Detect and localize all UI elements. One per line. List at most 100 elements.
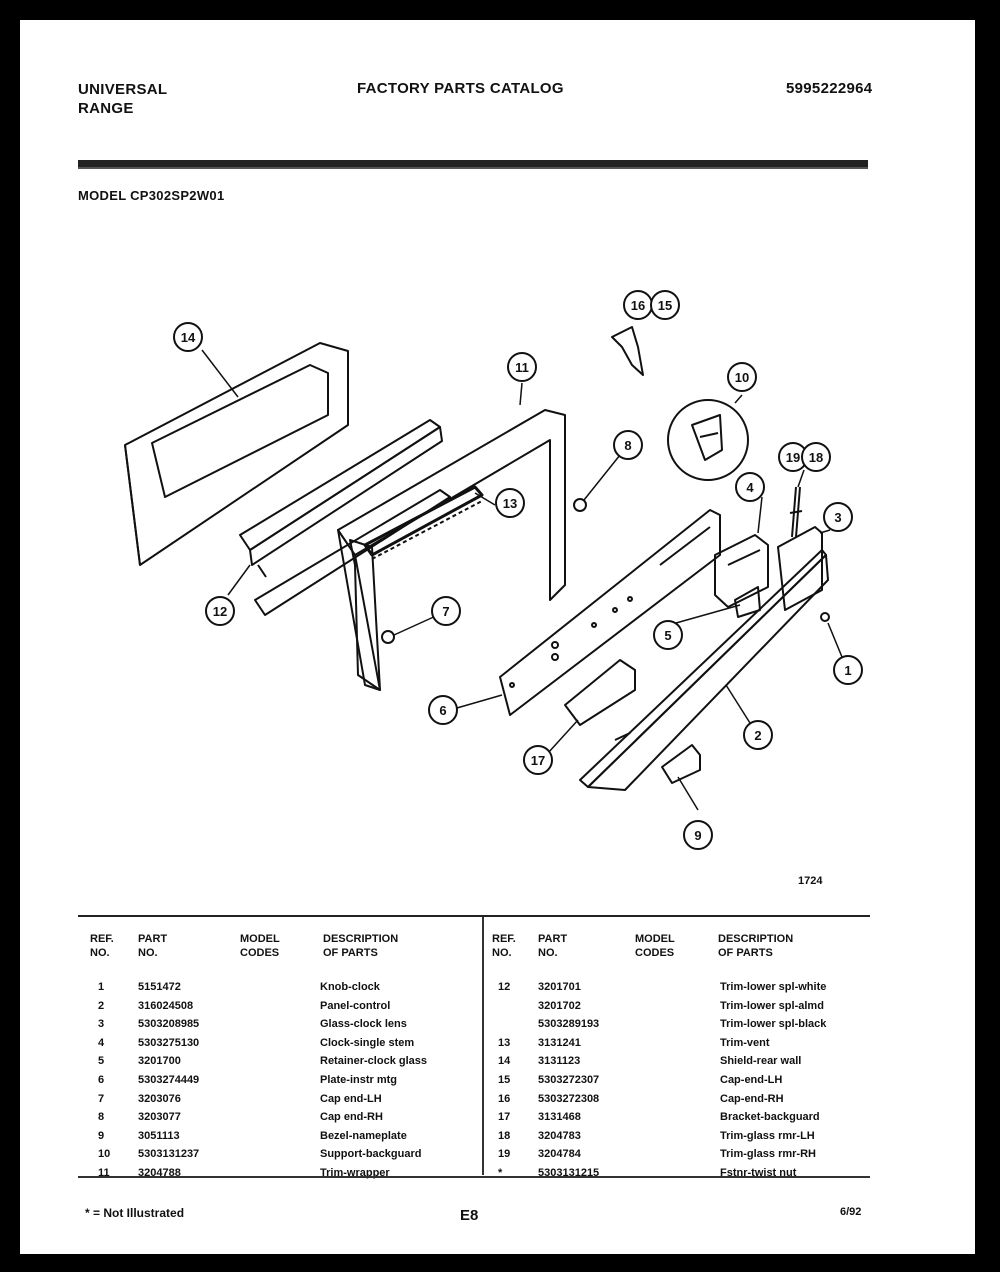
parts-row: 3201702 Trim-lower spl-almd <box>20 997 975 1016</box>
svg-text:6: 6 <box>439 703 446 718</box>
ref-number: 6 <box>98 1074 105 1086</box>
parts-row: 5 3201700 Retainer-clock glass <box>20 1052 975 1071</box>
ref-number: 16 <box>498 1092 511 1105</box>
part-description: Trim-lower spl-black <box>720 1018 827 1031</box>
svg-text:7: 7 <box>442 604 449 619</box>
svg-text:9: 9 <box>694 828 701 843</box>
part-number: 316024508 <box>138 999 194 1012</box>
callout-6: 6 <box>428 695 458 725</box>
part-description: Knob-clock <box>320 981 380 993</box>
col-desc-header: DESCRIPTION OF PARTS <box>323 933 399 959</box>
callout-15: 15 <box>650 290 680 320</box>
part-number: 5151472 <box>138 981 181 993</box>
part-description: Cap end-RH <box>320 1111 383 1124</box>
brand-line-2: RANGE <box>78 100 134 117</box>
ref-number: 14 <box>498 1055 511 1068</box>
ref-number: 17 <box>498 1111 511 1124</box>
ref-number: 15 <box>498 1074 511 1086</box>
part-description: Support-backguard <box>320 1148 422 1161</box>
part-description: Shield-rear wall <box>720 1055 802 1068</box>
callout-3: 3 <box>823 502 853 532</box>
part-number: 3201700 <box>138 1055 181 1068</box>
parts-row: 14 3131123 Shield-rear wall <box>20 1052 975 1071</box>
table-bottom-rule <box>78 1176 870 1178</box>
ref-number: 7 <box>98 1092 105 1105</box>
part-number: 3204783 <box>538 1129 581 1142</box>
ref-number: 12 <box>498 981 511 993</box>
callout-14: 14 <box>173 322 203 352</box>
ref-number: 5 <box>98 1055 105 1068</box>
part-description: Cap-end-LH <box>720 1074 783 1086</box>
svg-text:17: 17 <box>531 753 545 768</box>
part-detail-knob <box>667 399 749 481</box>
callout-9: 9 <box>683 820 713 850</box>
parts-row: 1 5151472 Knob-clock <box>20 978 975 997</box>
part-description: Trim-vent <box>720 1036 770 1049</box>
part-number: 5303272308 <box>538 1092 600 1105</box>
callout-11: 11 <box>507 352 537 382</box>
part-description: Bracket-backguard <box>720 1111 820 1124</box>
svg-text:16: 16 <box>631 298 645 313</box>
part-knob <box>820 612 830 622</box>
ref-number: 2 <box>98 999 105 1012</box>
part-clock <box>714 534 769 608</box>
part-cap-end-lh <box>381 630 395 644</box>
part-plate-instr <box>499 509 721 716</box>
part-number: 3051113 <box>138 1129 180 1142</box>
part-number: 5303289193 <box>538 1018 600 1031</box>
part-number: 3131123 <box>538 1055 581 1068</box>
svg-text:2: 2 <box>754 728 761 743</box>
svg-text:5: 5 <box>664 628 671 643</box>
part-number: 3131241 <box>538 1036 581 1049</box>
svg-text:13: 13 <box>503 496 517 511</box>
ref-number: * <box>498 1167 503 1179</box>
col-desc-header-right: DESCRIPTION OF PARTS <box>718 933 794 959</box>
table-divider <box>482 917 484 1175</box>
ref-number: 18 <box>498 1129 511 1142</box>
part-number: 5303131237 <box>138 1148 200 1161</box>
ref-number: 3 <box>98 1018 105 1031</box>
part-bracket <box>564 659 636 726</box>
part-number: 5303272307 <box>538 1074 600 1086</box>
col-part-header-right: PART NO. <box>538 933 568 959</box>
table-top-rule <box>78 915 870 917</box>
svg-text:15: 15 <box>658 298 672 313</box>
callout-12: 12 <box>205 596 235 626</box>
part-cap-end-rh <box>573 498 587 512</box>
svg-text:3: 3 <box>834 510 841 525</box>
catalog-page: UNIVERSAL RANGE FACTORY PARTS CATALOG 59… <box>20 20 975 1254</box>
brand-line-1: UNIVERSAL <box>78 81 168 98</box>
callout-10: 10 <box>727 362 757 392</box>
part-number: 5303275130 <box>138 1036 200 1049</box>
callout-18: 18 <box>801 442 831 472</box>
catalog-number: 5995222964 <box>786 80 873 97</box>
col-part-header: PART NO. <box>138 933 168 959</box>
part-description: Plate-instr mtg <box>320 1074 398 1086</box>
part-number: 5303208985 <box>138 1018 200 1031</box>
part-shield-rear-wall <box>124 342 349 566</box>
svg-text:19: 19 <box>786 450 800 465</box>
model-label: MODEL CP302SP2W01 <box>78 188 225 203</box>
leader-lines <box>201 349 843 811</box>
part-number: 3201702 <box>538 999 581 1012</box>
part-description: Trim-lower spl-almd <box>720 999 824 1012</box>
svg-text:11: 11 <box>515 360 529 375</box>
brand-block: UNIVERSAL RANGE <box>78 80 167 118</box>
part-description: Retainer-clock glass <box>320 1055 427 1068</box>
callout-7: 7 <box>431 596 461 626</box>
part-description: Fstnr-twist nut <box>720 1167 797 1179</box>
ref-number: 1 <box>98 981 105 993</box>
part-trim-lower <box>239 419 451 616</box>
part-description: Glass-clock lens <box>320 1018 407 1031</box>
part-description: Clock-single stem <box>320 1036 415 1049</box>
